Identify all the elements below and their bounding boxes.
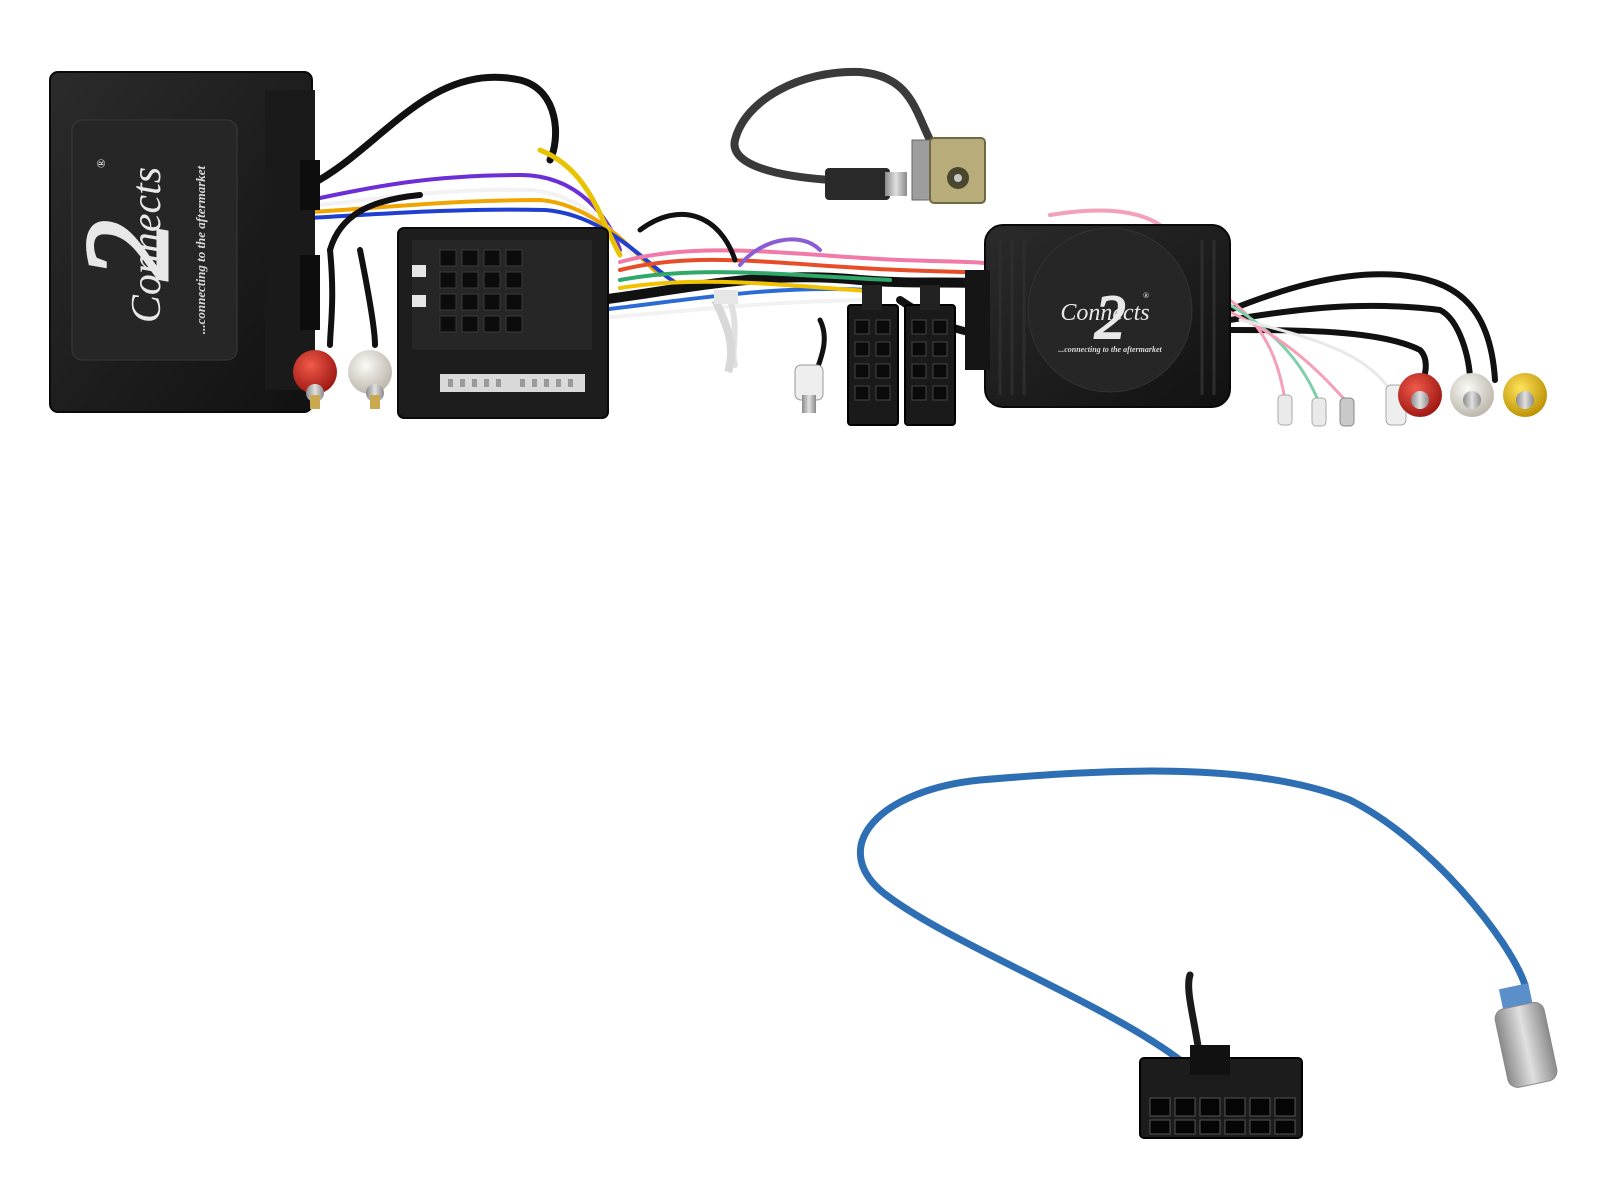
interface-box-right: 2 Connects ...connecting to the aftermar… — [965, 224, 1231, 408]
pin-terminal — [794, 364, 824, 413]
iso-connector-2 — [904, 285, 956, 426]
multi-pin-connector — [1139, 1045, 1303, 1139]
tagline-right: ...connecting to the aftermarket — [1058, 345, 1162, 354]
cable-tie — [711, 290, 738, 374]
rca-plug-white-right — [1450, 373, 1494, 417]
bare-terminals-right — [1277, 384, 1407, 427]
tagline: ...connecting to the aftermarket — [193, 165, 208, 334]
usb-connector-icon — [825, 168, 907, 200]
rca-plug-white-left — [348, 350, 392, 409]
registered-mark-right: ® — [1143, 291, 1149, 300]
brand-logo: Connects — [124, 167, 170, 323]
interface-box-left: 2 Connects ...connecting to the aftermar… — [49, 71, 320, 413]
rca-plug-red-right — [1398, 373, 1442, 417]
rca-plug-red-left — [293, 350, 337, 409]
brand-mark-right: 2 — [1095, 284, 1126, 352]
wire-bundle — [306, 67, 1498, 407]
label-panel — [71, 119, 238, 361]
rca-plug-yellow-right — [1503, 373, 1547, 417]
antenna-adapter-cable — [856, 767, 1529, 1064]
brand-logo-right: Connects — [1060, 300, 1149, 326]
logo-disc — [1027, 227, 1193, 393]
brand-mark: 2 — [60, 220, 193, 280]
registered-mark: ® — [94, 159, 108, 168]
fakra-connector — [911, 137, 986, 204]
iso-connector-1 — [847, 285, 899, 426]
antenna-plug — [1494, 983, 1558, 1088]
quadlock-connector — [397, 227, 609, 419]
